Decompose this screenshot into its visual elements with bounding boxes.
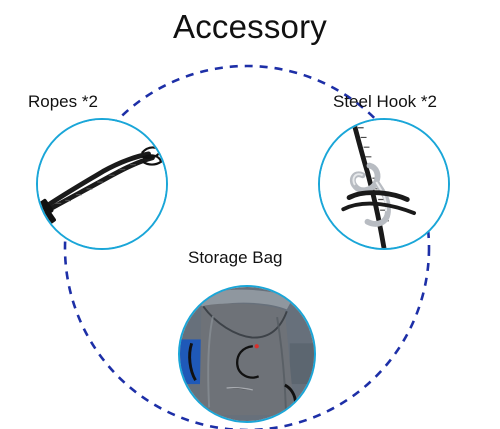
ropes-label: Ropes *2 bbox=[28, 92, 98, 111]
steel-hook-icon bbox=[320, 120, 448, 248]
page-title: Accessory bbox=[172, 8, 327, 45]
ropes-image bbox=[36, 118, 168, 250]
ropes-icon bbox=[38, 120, 166, 248]
storage-bag-label: Storage Bag bbox=[188, 248, 283, 267]
steel-hook-image bbox=[318, 118, 450, 250]
storage-bag-icon bbox=[180, 287, 314, 421]
steel-hook-label: Steel Hook *2 bbox=[333, 92, 437, 111]
storage-bag-image bbox=[178, 285, 316, 423]
